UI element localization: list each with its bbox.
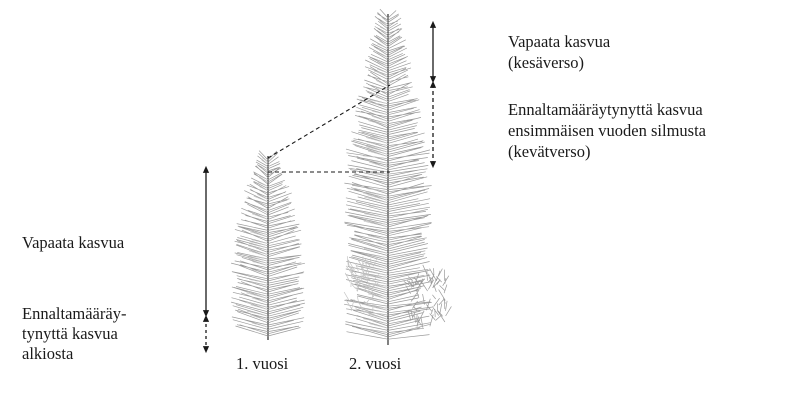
label-line: (kevätverso) <box>508 141 706 162</box>
embryo-growth-label: Ennaltamääräy- tynyttä kasvua alkiosta <box>22 304 126 364</box>
predetermined-growth-spring-shoot-label: Ennaltamääräytynyttä kasvua ensimmäisen … <box>508 99 706 162</box>
year-1-label: 1. vuosi <box>236 353 288 374</box>
year-2-label: 2. vuosi <box>349 353 401 374</box>
label-line: tynyttä kasvua <box>22 324 126 344</box>
needles <box>344 9 451 339</box>
free-growth-summer-shoot-label: Vapaata kasvua (kesäverso) <box>508 31 610 73</box>
label-line: alkiosta <box>22 344 126 364</box>
label-line: (kesäverso) <box>508 52 610 73</box>
label-line: Vapaata kasvua <box>508 31 610 52</box>
second-year-seedling <box>344 9 451 345</box>
label-line: Ennaltamääräytynyttä kasvua <box>508 99 706 120</box>
label-line: Ennaltamääräy- <box>22 304 126 324</box>
label-line: ensimmäisen vuoden silmusta <box>508 120 706 141</box>
free-growth-first-year-label: Vapaata kasvua <box>22 232 124 253</box>
first-year-seedling <box>231 151 305 340</box>
growth-arrows <box>206 24 433 350</box>
